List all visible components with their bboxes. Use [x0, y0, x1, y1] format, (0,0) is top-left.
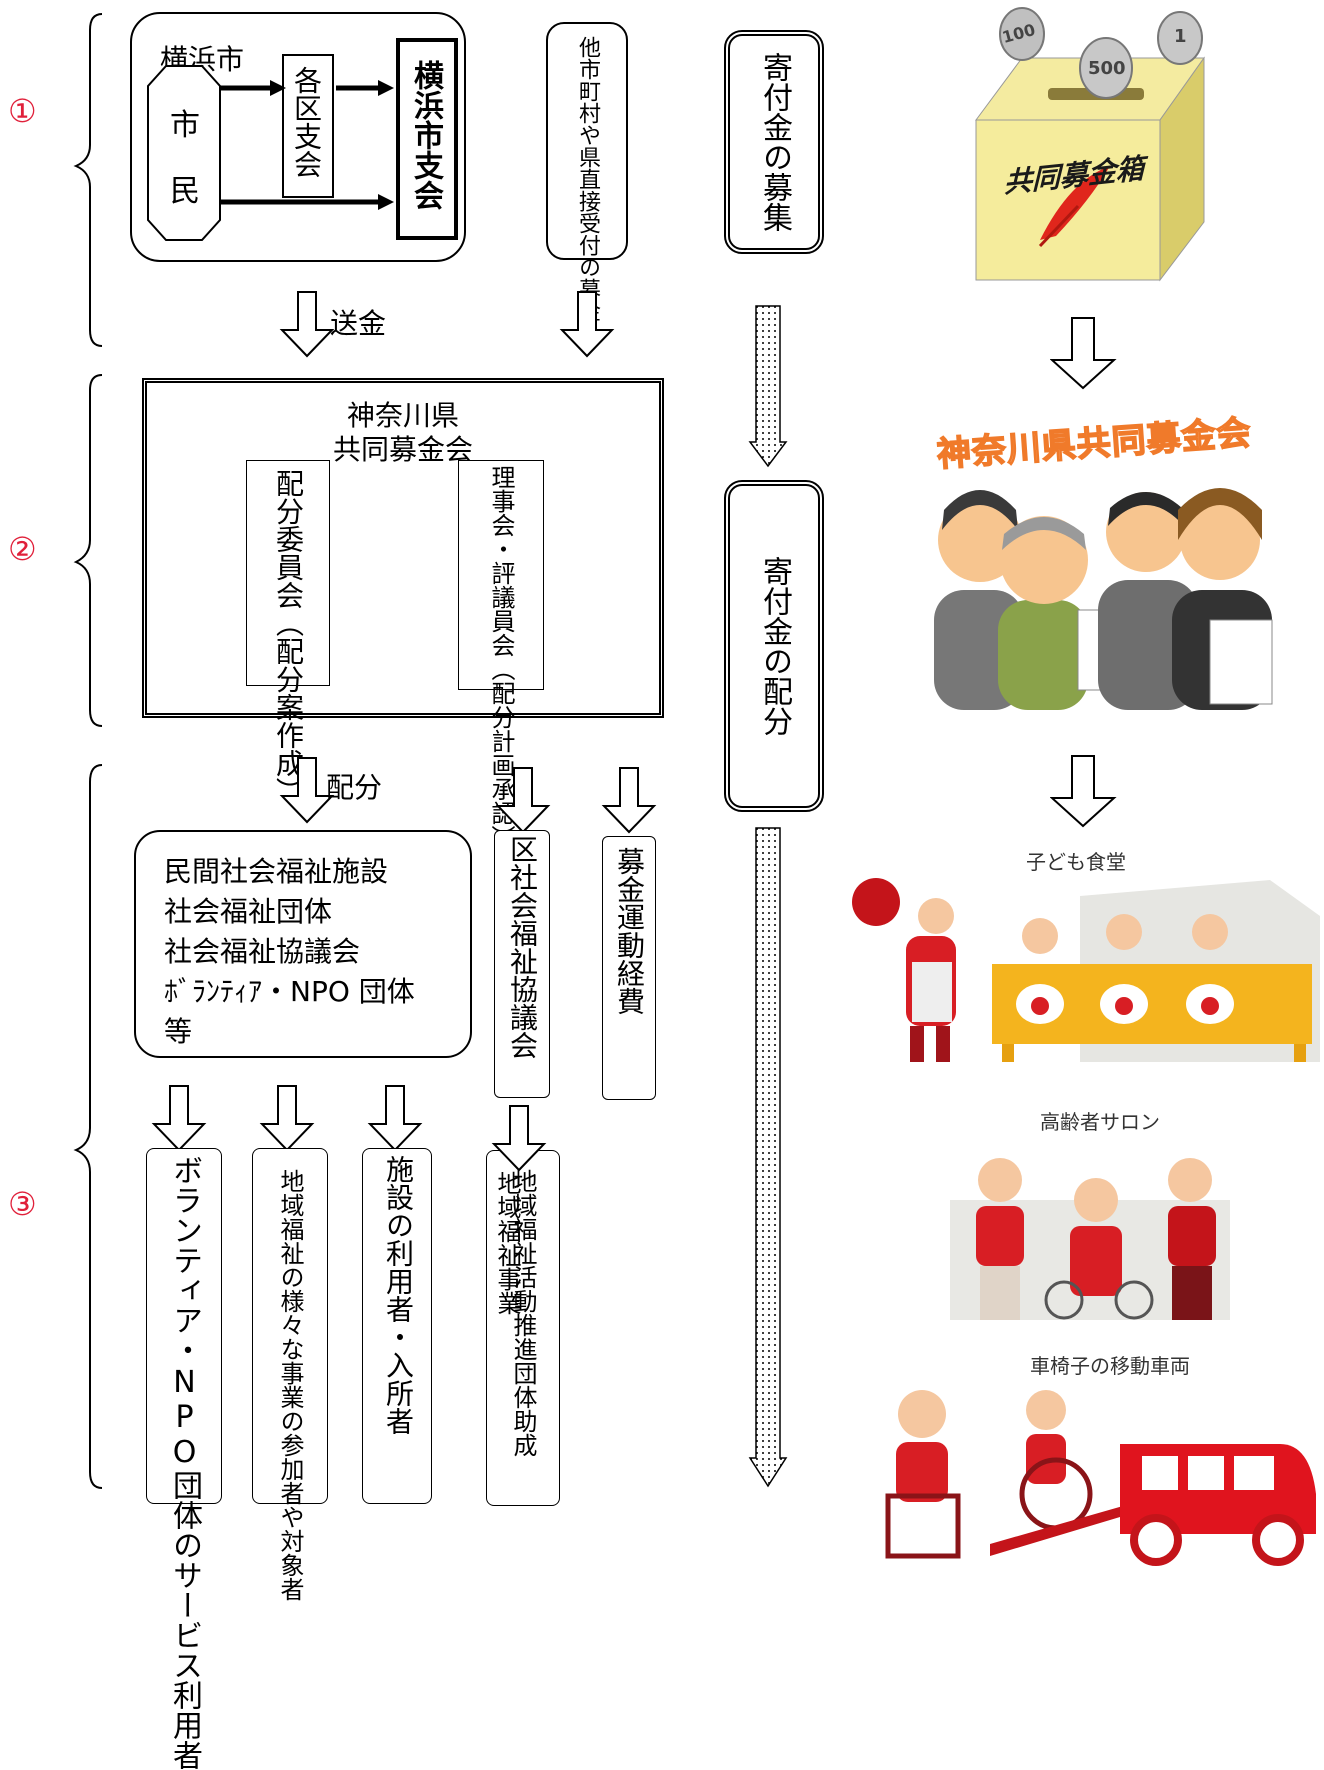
donation-box-illustration: [975, 7, 1205, 282]
recipient-item: 民間社会福祉施設: [164, 855, 389, 888]
coin-1-label: 1: [1174, 26, 1187, 47]
caption-elderly-salon: 高齢者サロン: [1040, 1110, 1160, 1134]
outcome-volunteer-box: ボランティア・NPO団体のサービス利用者: [146, 1148, 222, 1770]
recipients-list: 民間社会福祉施設 社会福祉団体 社会福祉協議会 ﾎﾞﾗﾝﾃｨｱ・NPO 団体 等: [164, 852, 415, 1052]
outcome-volunteer-label: ボランティア・NPO団体のサービス利用者: [167, 1155, 202, 1770]
board-label: 理事会・評議員会（配分計画承認）: [487, 465, 515, 849]
allocation-committee-box: 配分委員会（配分案作成）: [246, 460, 330, 805]
recipients-box: 民間社会福祉施設 社会福祉団体 社会福祉協議会 ﾎﾞﾗﾝﾃｨｱ・NPO 団体 等: [134, 830, 472, 1058]
org-line2: 共同募金会: [332, 433, 473, 466]
ward-branch-label: 各区支会: [290, 66, 323, 178]
other-municipalities-label: 他市町村や県直接受付の募金: [575, 36, 600, 322]
outcome-participants-label: 地域福祉の様々な事業の参加者や対象者: [276, 1169, 304, 1601]
down-arrow-right-1: [1050, 317, 1117, 390]
distribute-label: 配分: [326, 771, 383, 804]
ward-council-box: 区社会福祉協議会: [494, 830, 550, 1098]
down-arrow-right-2: [1050, 755, 1117, 828]
down-arrow-outcome-4: [491, 1105, 547, 1172]
dotted-arrow-collection: [748, 305, 788, 468]
caption-kids-cafeteria: 子ども食堂: [1026, 850, 1126, 874]
recipient-item: ﾎﾞﾗﾝﾃｨｱ・NPO 団体: [164, 975, 415, 1008]
distribution-phase-label: 寄付金の配分: [757, 556, 792, 736]
send-label: 送金: [330, 307, 387, 340]
down-arrow-outcome-1: [151, 1085, 207, 1152]
allocation-committee-label: 配分委員会（配分案作成）: [272, 469, 305, 805]
section-number-3: ③: [8, 1185, 37, 1223]
recipient-item: 社会福祉協議会: [164, 935, 361, 968]
section-number-1: ①: [8, 92, 37, 130]
section-braces: [73, 13, 103, 1489]
collection-phase-label: 寄付金の募集: [757, 52, 792, 232]
yokohama-branch-label: 横浜市支会: [408, 60, 443, 210]
outcome-facility-box: 施設の利用者・入所者: [362, 1148, 432, 1504]
collection-phase-box: 寄付金の募集: [724, 30, 824, 254]
down-arrow-campaign: [601, 767, 657, 834]
citizen-octagon: [147, 65, 221, 241]
down-arrow-other: [559, 291, 615, 358]
org-line1: 神奈川県: [346, 399, 459, 432]
other-municipalities-box: 他市町村や県直接受付の募金: [546, 22, 628, 322]
prefecture-org-box: [142, 378, 664, 718]
yokohama-branch-box: 横浜市支会: [396, 38, 458, 240]
elderly-salon-illustration: [950, 1158, 1230, 1320]
dotted-arrow-distribution: [748, 827, 788, 1488]
org-banner: 神奈川県共同募金会: [935, 412, 1254, 475]
down-arrow-ward: [495, 767, 551, 834]
down-arrow-distribute: [279, 757, 335, 824]
down-arrow-send: [279, 291, 335, 358]
section-number-2: ②: [8, 530, 37, 568]
citizen-bottom-label: 民: [170, 174, 200, 209]
committee-people-illustration: [934, 488, 1273, 710]
ward-branch-box: 各区支会: [282, 54, 334, 198]
caption-wheelchair-vehicle: 車椅子の移動車両: [1030, 1354, 1190, 1378]
recipient-item: 社会福祉団体: [164, 895, 333, 928]
campaign-costs-label: 募金運動経費: [613, 847, 646, 1015]
outcome-facility-label: 施設の利用者・入所者: [382, 1155, 415, 1435]
stage1-arrows: [220, 80, 394, 210]
kids-cafeteria-illustration: [852, 878, 1320, 1062]
outcome-project-label: 地域福祉事業: [493, 1171, 521, 1315]
distribution-phase-box: 寄付金の配分: [724, 480, 824, 812]
outcome-subsidy-box: 地域福祉活動推進団体助成 地域福祉事業: [486, 1150, 560, 1506]
recipient-item: 等: [164, 1015, 193, 1048]
outcome-participants-box: 地域福祉の様々な事業の参加者や対象者: [252, 1148, 328, 1601]
coin-500-label: 500: [1088, 58, 1126, 79]
outcome-subsidy-label: 地域福祉活動推進団体助成: [509, 1169, 537, 1457]
board-box: 理事会・評議員会（配分計画承認）: [458, 460, 544, 849]
campaign-costs-box: 募金運動経費: [602, 836, 656, 1100]
citizen-top-label: 市: [170, 108, 200, 143]
wheelchair-vehicle-illustration: [885, 1390, 1316, 1566]
down-arrow-outcome-2: [259, 1085, 315, 1152]
ward-council-label: 区社会福祉協議会: [506, 835, 539, 1059]
down-arrow-outcome-3: [367, 1085, 423, 1152]
